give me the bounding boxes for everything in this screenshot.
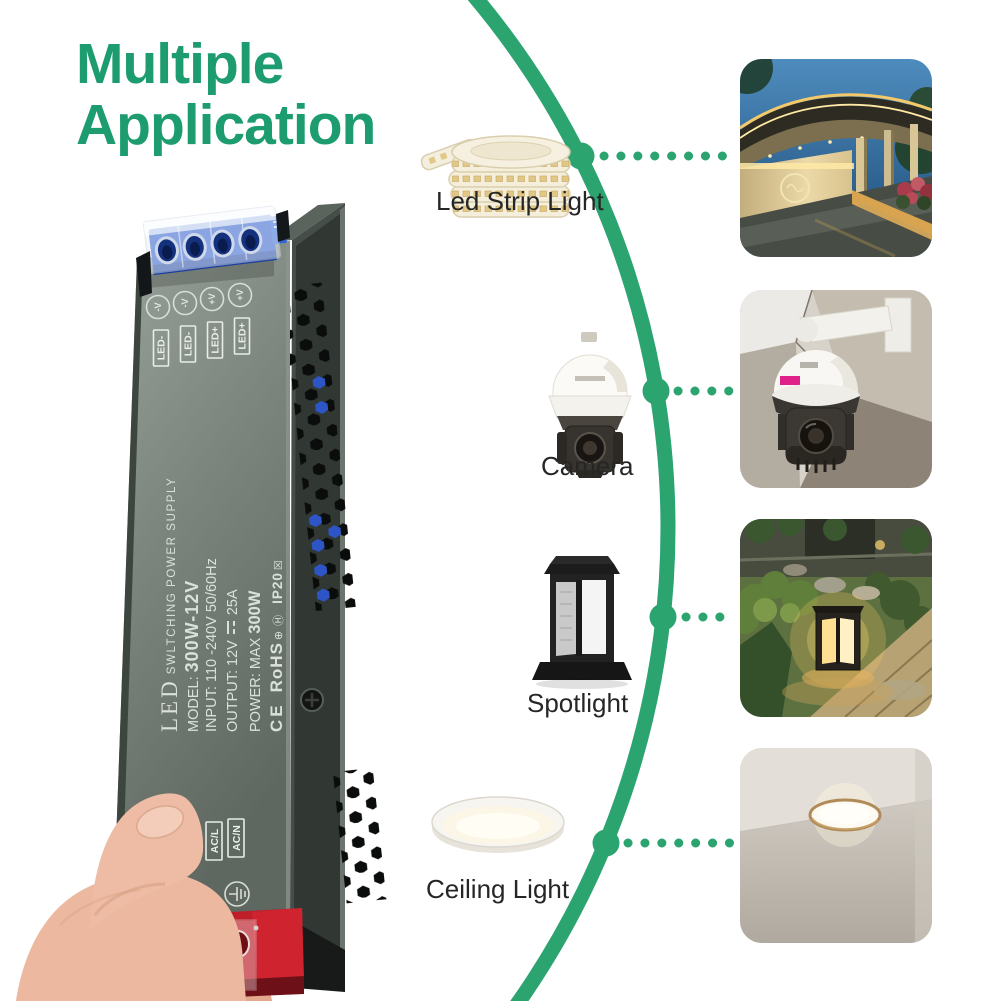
camera-photo-body	[772, 350, 860, 473]
device-output-line: OUTPUT: 12V 25A	[225, 472, 246, 732]
model-value: 300W-12V	[182, 579, 202, 673]
input-terminal-labels	[205, 818, 245, 861]
led-strip-icon	[420, 135, 571, 218]
terminal-label: LED-	[183, 331, 195, 356]
page-title: Multiple Application	[76, 32, 376, 157]
garden-lamp	[782, 606, 894, 706]
arc-dot-led-strip	[567, 142, 595, 170]
output-label: OUTPUT: 12V	[225, 640, 241, 732]
polarity-marks	[145, 282, 253, 320]
rohs-mark: RoHS	[267, 642, 286, 693]
power-label: POWER: MAX	[248, 637, 264, 732]
camera-wall-arm	[794, 297, 912, 353]
thumbnail	[135, 805, 185, 839]
palm	[16, 871, 246, 1001]
ip-rating: IP20	[270, 572, 285, 604]
connector-arc	[467, 0, 676, 1001]
device-cert-line: CE RoHS⊕ Ⓗ IP20☒	[267, 472, 288, 732]
power-value: 300W	[246, 590, 264, 634]
dc-symbol-icon	[227, 621, 235, 635]
terminal-label: LED+	[210, 326, 222, 353]
device-model-line: MODEL: 300W-12V	[182, 472, 204, 732]
terminal-label: AC/L	[209, 828, 221, 853]
polarity-symbol: +V	[207, 293, 217, 304]
ce-mark-icon: CE	[267, 702, 286, 732]
label-spotlight: Spotlight	[527, 688, 629, 718]
label-ceiling-light: Ceiling Light	[426, 874, 570, 904]
photo-led-strip-application	[740, 59, 932, 257]
device-subtitle: SWLTCHING POWER SUPPLY	[166, 476, 178, 675]
label-led-strip-light: Led Strip Light	[436, 186, 604, 216]
device-input-line: INPUT: 110 -240V 50/60Hz	[204, 558, 220, 732]
photo-ceiling-application	[740, 748, 932, 943]
cert-circle-icon: ⊕	[272, 629, 285, 641]
photo-camera-application	[740, 290, 932, 488]
arc-dot-camera	[642, 377, 670, 405]
ceiling-lamp	[808, 783, 882, 847]
weee-bin-icon: ☒	[272, 559, 285, 571]
device-brand: LED	[157, 678, 182, 732]
arc-dot-spotlight	[649, 603, 677, 631]
terminal-screw-holes	[154, 226, 263, 265]
output-value: 25A	[225, 589, 241, 616]
flower-bed	[896, 177, 932, 210]
power-supply-device: -V -V +V +V LED- LED- LED+ LED+ AC/L AC/…	[113, 203, 387, 1001]
terminal-label: LED-	[156, 335, 168, 360]
polarity-symbol: -V	[180, 299, 190, 308]
output-terminal-labels	[152, 317, 251, 367]
label-camera: Camera	[541, 451, 634, 481]
device-power-line: POWER: MAX 300W	[246, 472, 267, 732]
dotted-connectors	[599, 151, 741, 848]
cert-circle-icon: Ⓗ	[272, 613, 285, 626]
output-terminal-block	[142, 205, 287, 276]
polarity-symbol: -V	[153, 303, 163, 312]
terminal-label: LED+	[237, 322, 249, 349]
arc-dot-ceiling	[592, 829, 620, 857]
device-brand-line: LED SWLTCHING POWER SUPPLY	[157, 472, 182, 732]
polarity-symbol: +V	[235, 289, 245, 300]
device-spec-text: LED SWLTCHING POWER SUPPLY MODEL: 300W-12…	[157, 472, 287, 732]
hand	[16, 793, 246, 1001]
photo-spotlight-application	[740, 519, 932, 717]
arc-dots	[567, 142, 677, 857]
title-line-2: Application	[76, 93, 376, 157]
model-label: MODEL:	[186, 676, 202, 732]
ceiling-light-icon	[431, 796, 565, 853]
side-vent-panel	[265, 203, 387, 958]
spotlight-icon	[532, 556, 632, 689]
camera-icon	[548, 332, 632, 478]
title-line-1: Multiple	[76, 32, 284, 96]
terminal-label: AC/N	[231, 825, 243, 851]
ground-symbol-icon	[224, 881, 250, 907]
